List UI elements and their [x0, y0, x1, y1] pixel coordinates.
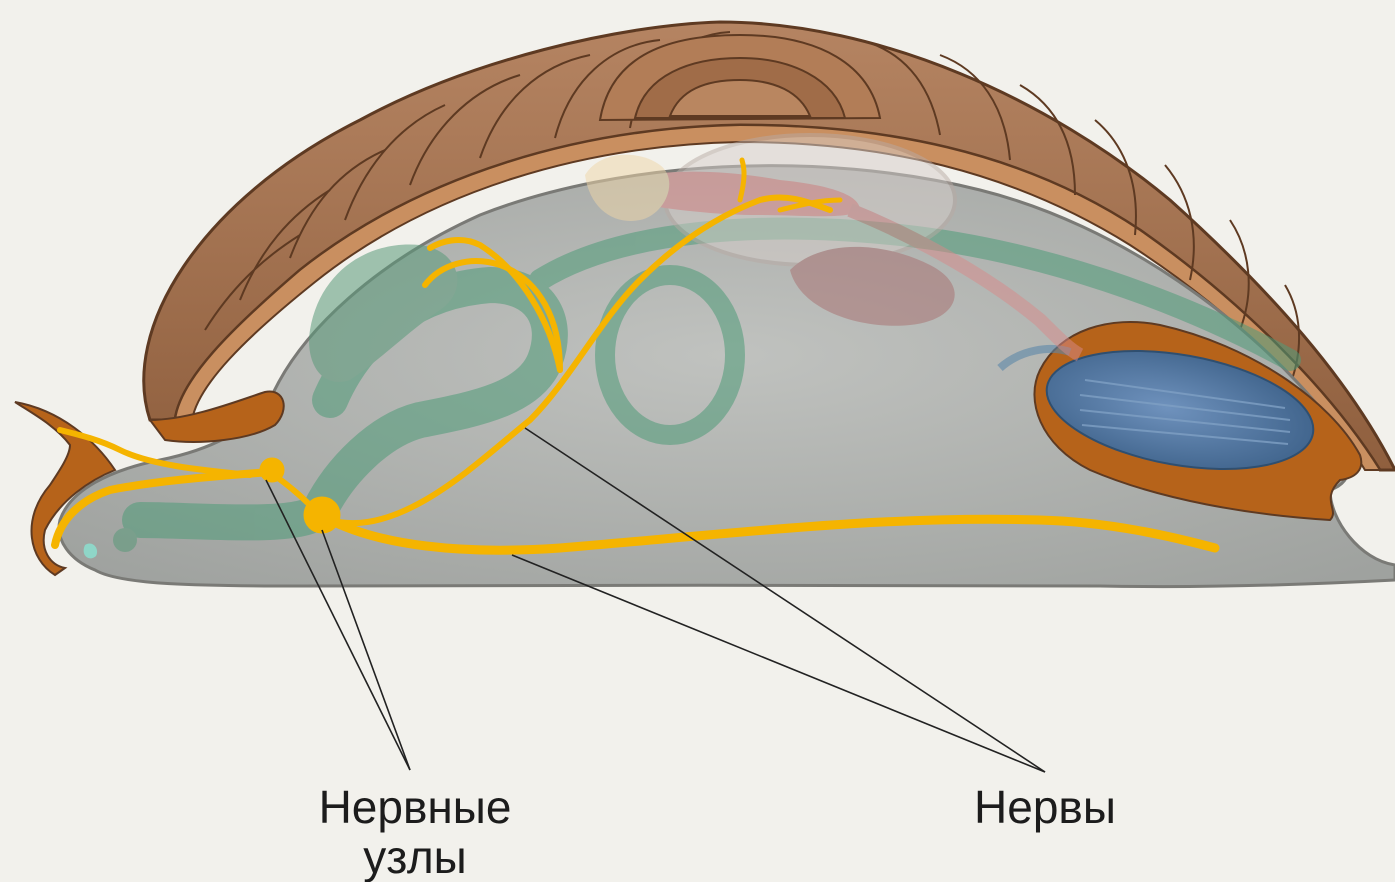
ganglia-label-line-1: Нервные — [270, 782, 560, 832]
pedal-ganglion — [304, 497, 340, 533]
ganglia-label: Нервные узлы — [270, 782, 560, 882]
nerves-label: Нервы — [930, 782, 1160, 832]
ganglia-label-line-2: узлы — [270, 832, 560, 882]
cerebral-ganglion — [260, 458, 284, 482]
leader-nerve-2 — [512, 555, 1045, 772]
